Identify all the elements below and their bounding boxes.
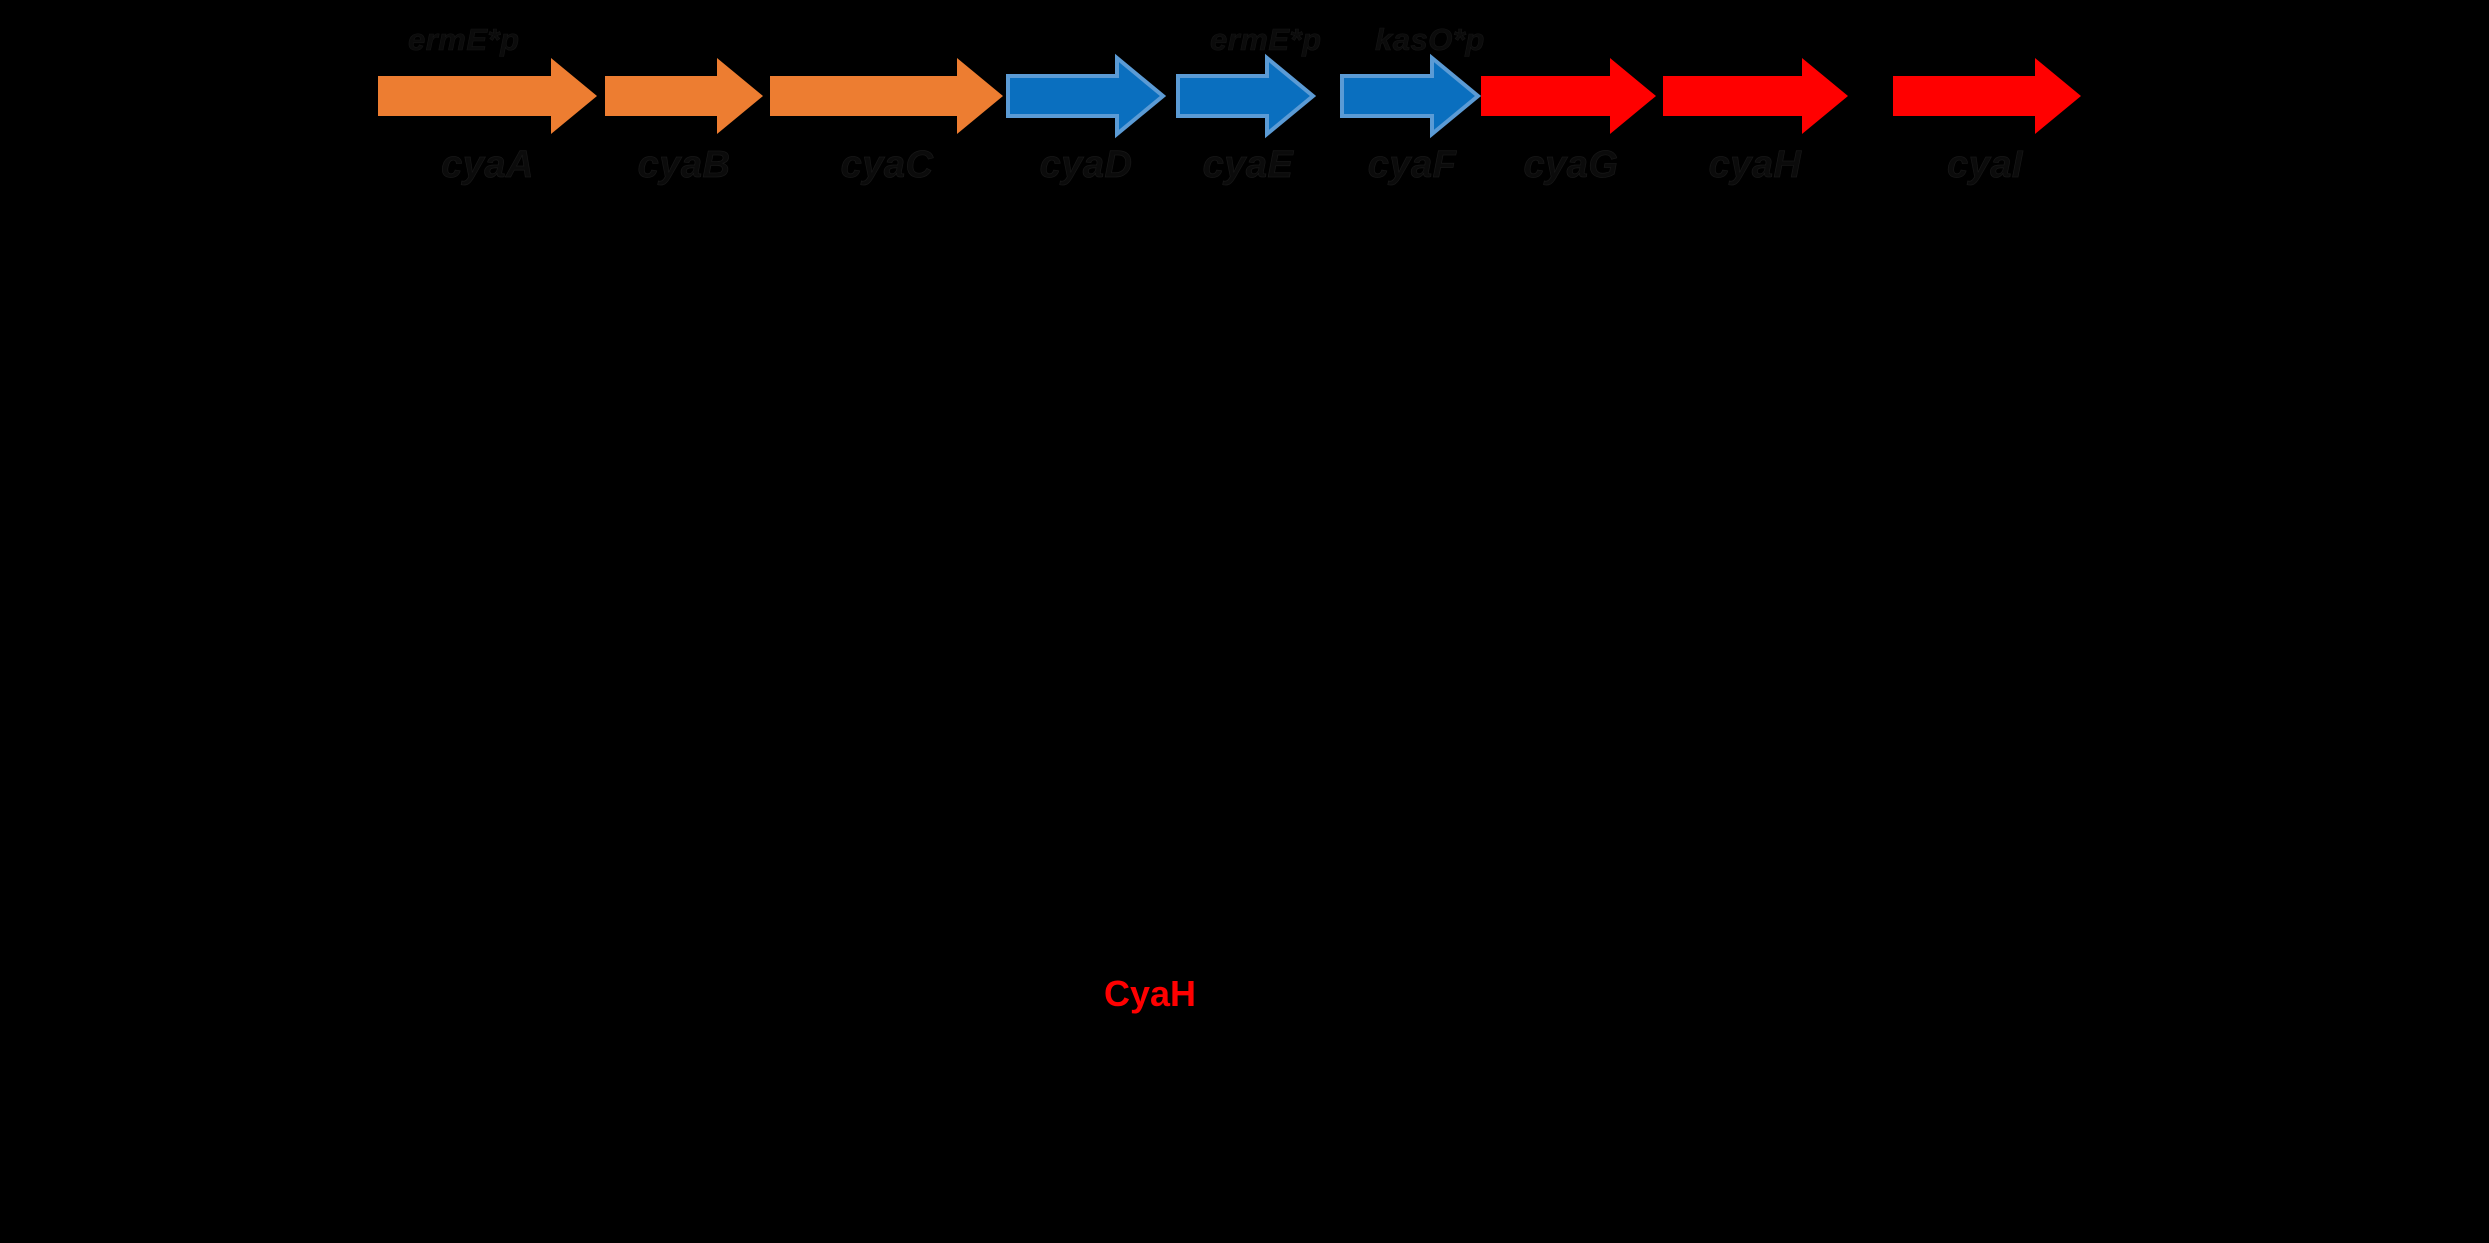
gene-arrow-cyaI[interactable] [1893,58,2081,134]
promoter-kasOp: kasO*p [1375,22,1485,57]
gene-label-cyaE: cyaE [1202,144,1294,186]
gene-label-cyaC: cyaC [840,144,934,186]
gene-arrow-cyaC[interactable] [770,58,1003,134]
gene-label-cyaB: cyaB [637,144,731,186]
gene-arrow-cyaH[interactable] [1663,58,1848,134]
gene-arrow-cyaD[interactable] [1006,53,1167,139]
promoter-ermEp-2: ermE*p [1210,22,1322,57]
gene-arrow-cyaE[interactable] [1176,53,1317,139]
gene-arrow-cyaA[interactable] [378,58,597,134]
gene-arrows [378,53,2081,139]
gene-label-cyaG: cyaG [1523,144,1619,186]
gene-label-cyaA: cyaA [441,144,534,186]
gene-label-cyaH: cyaH [1708,144,1802,186]
promoter-ermEp-1: ermE*p [408,22,520,57]
gene-arrow-cyaF[interactable] [1340,53,1482,139]
gene-arrow-cyaB[interactable] [605,58,763,134]
gene-arrow-cyaG[interactable] [1481,58,1656,134]
protein-CyaH: CyaH [1104,973,1197,1014]
gene-label-cyaD: cyaD [1039,144,1133,186]
gene-label-cyaF: cyaF [1367,144,1457,186]
gene-label-cyaI: cyaI [1947,144,2023,186]
